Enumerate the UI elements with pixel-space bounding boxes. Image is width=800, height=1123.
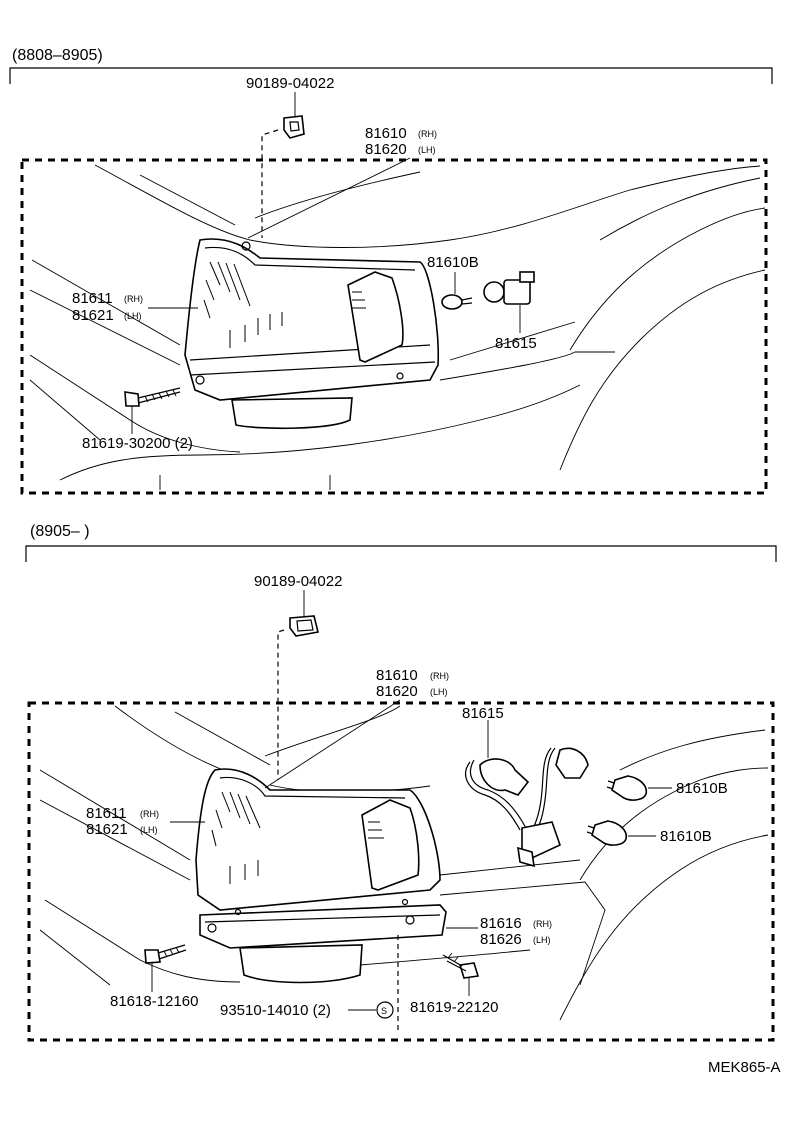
section-1-lamp-lh-label: 81620 [365, 141, 407, 158]
section-1-socket [483, 271, 535, 305]
section-1-clip-guide [261, 129, 279, 238]
section-1-lamp-rh-side: (RH) [418, 129, 437, 139]
section-1-lamp-lh-side: (LH) [418, 145, 436, 155]
section-1-lens-lh-side: (LH) [124, 311, 142, 321]
section-1-body-lines [29, 164, 766, 490]
section-2-screw-2-label: 81619-22120 [410, 999, 498, 1016]
section-2-nut-symbol: S [376, 1001, 394, 1019]
section-2-frame [27, 701, 775, 1042]
section-1-bracket [9, 67, 773, 84]
section-2-bracket-lh-label: 81626 [480, 931, 522, 948]
section-1-bulb [441, 294, 473, 310]
section-1-bulb-label: 81610B [427, 254, 479, 271]
section-1-date-range: (8808–8905) [12, 47, 103, 64]
section-2-socket-label: 81615 [462, 705, 504, 722]
section-2-screw-1-label: 81618-12160 [110, 993, 198, 1010]
section-2-lamp-rh-side: (RH) [430, 671, 449, 681]
section-2-bracket [25, 545, 777, 562]
section-2-lens-lh-side: (LH) [140, 825, 158, 835]
section-1-lens-lh-label: 81621 [72, 307, 114, 324]
section-2-lamp-assembly [195, 768, 447, 984]
section-2-lens-rh-side: (RH) [140, 809, 159, 819]
section-1-lamp-rh-label: 81610 [365, 125, 407, 142]
section-2-screw-1 [144, 944, 187, 964]
section-1-lamp-assembly [184, 238, 440, 430]
section-2-bracket-rh-side: (RH) [533, 919, 552, 929]
section-1-clip-label: 90189-04022 [246, 75, 334, 92]
section-1-lens-rh-side: (RH) [124, 294, 143, 304]
section-2-socket [465, 747, 589, 868]
section-2-nut-label: 93510-14010 (2) [220, 1002, 331, 1019]
section-2-lens-rh-label: 81611 [86, 805, 127, 822]
section-2-clip-label: 90189-04022 [254, 573, 342, 590]
section-1-screw [124, 387, 181, 407]
section-1-socket-label: 81615 [495, 335, 537, 352]
section-2-lens-lh-label: 81621 [86, 821, 128, 838]
section-1-frame [20, 158, 768, 495]
section-2-screw-2 [442, 952, 480, 979]
section-2-lamp-lh-side: (LH) [430, 687, 448, 697]
section-2-lamp-rh-label: 81610 [376, 667, 418, 684]
section-2-bracket-lh-side: (LH) [533, 935, 551, 945]
section-2-bulb-1-label: 81610B [676, 780, 728, 797]
section-2-lamp-lh-label: 81620 [376, 683, 418, 700]
section-2-assy-leader [264, 699, 401, 789]
section-1: (8808–8905) [9, 47, 773, 495]
figure-code: MEK865-A [708, 1059, 781, 1076]
section-2-date-range: (8905– ) [30, 523, 90, 540]
section-2-bulb-2 [586, 820, 628, 846]
section-1-screw-label: 81619-30200 (2) [82, 435, 193, 452]
section-2-nut-symbol-letter: S [381, 1006, 387, 1016]
section-2: (8905– ) [25, 523, 777, 1042]
section-2-bracket-rh-label: 81616 [480, 915, 522, 932]
section-2-clip [289, 615, 319, 637]
section-1-lens-rh-label: 81611 [72, 290, 113, 307]
section-1-clip [283, 115, 305, 139]
section-2-bulb-1 [606, 775, 648, 801]
section-2-clip-guide [277, 629, 285, 780]
section-2-bulb-2-label: 81610B [660, 828, 712, 845]
section-1-assy-leader [247, 157, 411, 239]
